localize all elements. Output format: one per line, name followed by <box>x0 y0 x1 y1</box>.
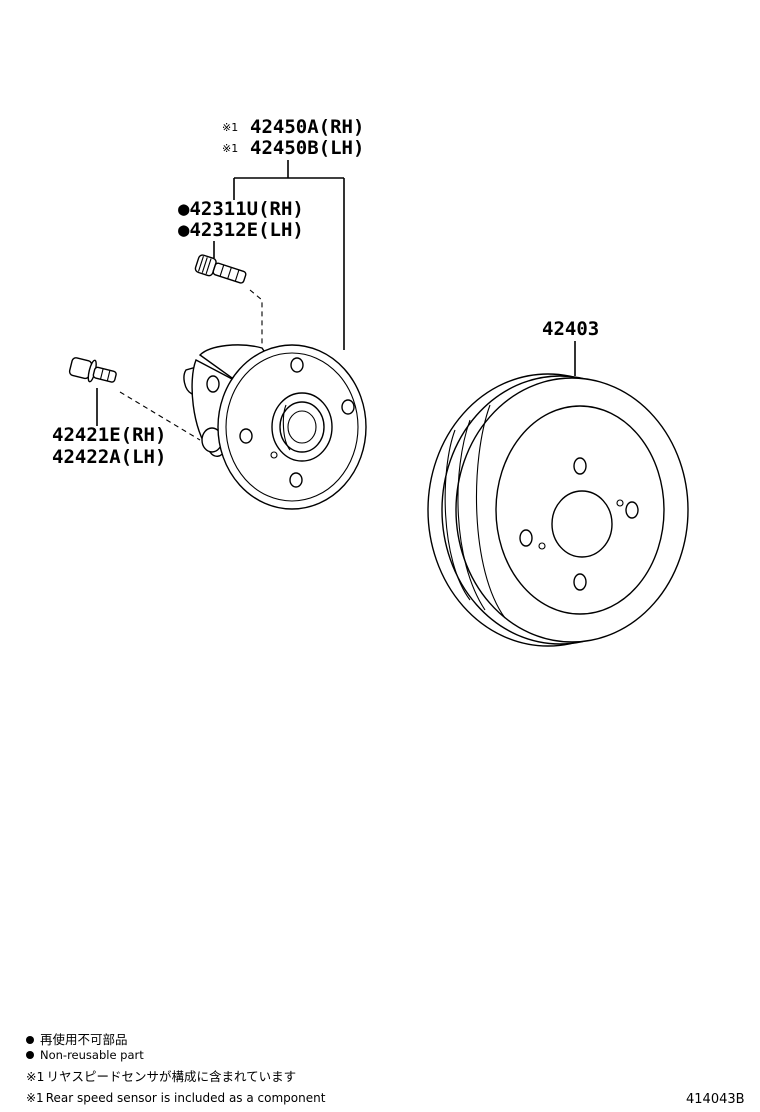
sensor-mark-rh: ※1 <box>222 121 238 134</box>
legend-nonreusable-jp: 再使用不可部品 <box>26 1033 128 1047</box>
mount-bolt <box>68 357 117 383</box>
legend-nonreusable-en: Non-reusable part <box>26 1049 144 1062</box>
brake-drum-label: 42403 <box>542 318 599 340</box>
hub-assembly-leader <box>233 160 345 350</box>
hub-assembly-rh-label: 42450A(RH) <box>250 116 364 138</box>
mount-bolt-lh-label: 42422A(LH) <box>52 446 166 468</box>
mount-bolt-rh-label: 42421E(RH) <box>52 424 166 446</box>
figure-code: 414043B <box>686 1092 745 1107</box>
hub-bolt-lh-label: ●42312E(LH) <box>178 219 304 241</box>
hub-assembly-lh-label: 42450B(LH) <box>250 137 364 159</box>
hub-bolt-dash-leader <box>249 289 263 345</box>
mount-bolt-dash-leader <box>119 391 201 441</box>
hub-bolt-rh-label: ●42311U(RH) <box>178 198 304 220</box>
bullet-icon <box>26 1035 34 1044</box>
hub-bolt <box>194 254 247 284</box>
bullet-icon <box>26 1050 34 1059</box>
brake-drum <box>427 373 689 647</box>
axle-hub-assembly <box>183 344 367 510</box>
sensor-mark-lh: ※1 <box>222 142 238 155</box>
